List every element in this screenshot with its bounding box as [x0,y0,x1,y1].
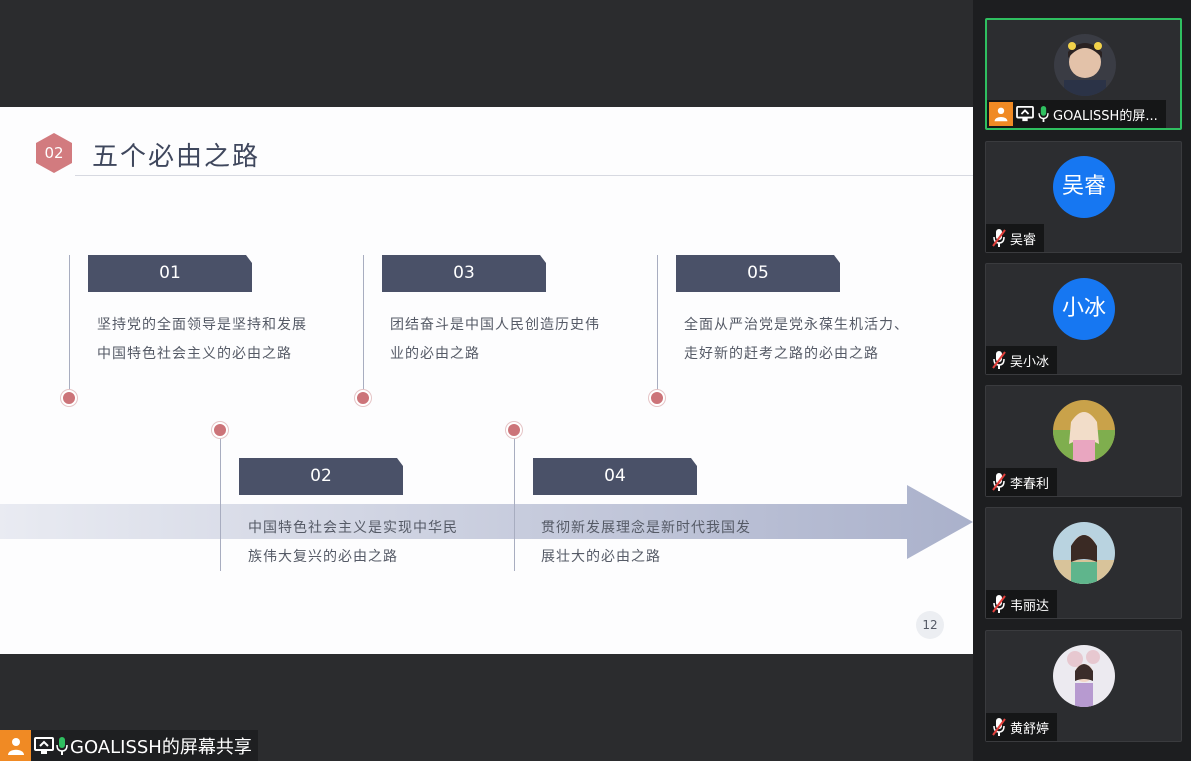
section-badge: 02 [36,133,72,173]
avatar [1054,34,1116,96]
participant-tile[interactable]: GOALISSH的屏... [985,18,1182,130]
participant-name-bar: 李春利 [986,468,1058,496]
host-icon [0,730,31,761]
timeline-dot-02 [212,422,228,438]
number-tab-label: 01 [159,263,181,283]
avatar [1053,400,1115,462]
item-text-line: 族伟大复兴的必由之路 [248,549,398,565]
number-tab-03: 03 [382,255,546,292]
number-tab-label: 02 [310,466,332,486]
section-badge-number: 02 [44,144,64,162]
participant-name: GOALISSH的屏... [1053,108,1158,124]
timeline-dot-01 [61,390,77,406]
connector-line-01 [69,255,70,396]
screen-share-icon [1013,106,1034,122]
item-text-05: 全面从严治党是党永葆生机活力、 走好新的赶考之路的必由之路 [684,311,934,369]
mic-muted-icon [986,229,1006,247]
shared-screen-area: 01 03 05 02 04 坚持党的全面领导是坚持和发展 中国特色社会主义的必… [0,107,973,761]
participant-sidebar[interactable]: GOALISSH的屏... 吴睿 吴睿 小冰 吴小冰 李春利 [973,0,1191,761]
participant-name: 韦丽达 [1010,598,1050,614]
presentation-slide: 01 03 05 02 04 坚持党的全面领导是坚持和发展 中国特色社会主义的必… [0,107,973,654]
avatar: 吴睿 [1053,156,1115,218]
number-tab-05: 05 [676,255,840,292]
item-text-04: 贯彻新发展理念是新时代我国发 展壮大的必由之路 [541,514,781,572]
mic-on-icon [1034,106,1049,122]
connector-line-02 [220,430,221,571]
mic-muted-icon [986,473,1006,491]
participant-tile[interactable]: 吴睿 吴睿 [985,141,1182,253]
screen-share-text: GOALISSH的屏幕共享 [70,736,252,758]
participant-name-bar: 吴睿 [986,224,1045,252]
connector-line-05 [657,255,658,396]
slide-title: 五个必由之路 [92,142,261,172]
avatar [1053,522,1115,584]
timeline-dot-04 [506,422,522,438]
number-tab-label: 04 [604,466,626,486]
mic-on-icon [54,736,68,755]
connector-line-04 [514,430,515,571]
item-text-line: 中国特色社会主义是实现中华民 [248,520,458,536]
number-tab-label: 05 [747,263,769,283]
number-tab-01: 01 [88,255,252,292]
participant-tile[interactable]: 小冰 吴小冰 [985,263,1182,375]
mic-muted-icon [986,351,1006,369]
participant-name: 李春利 [1010,476,1050,492]
timeline-arrow [0,485,973,559]
item-text-line: 业的必由之路 [390,346,480,362]
number-tab-02: 02 [239,458,403,495]
participant-name-bar: 黄舒婷 [986,713,1058,741]
participant-name: 黄舒婷 [1010,721,1050,737]
item-text-03: 团结奋斗是中国人民创造历史伟 业的必由之路 [390,311,630,369]
participant-name: 吴小冰 [1010,354,1050,370]
item-text-line: 中国特色社会主义的必由之路 [97,346,292,362]
page-number: 12 [916,611,944,639]
item-text-line: 坚持党的全面领导是坚持和发展 [97,317,307,333]
item-text-line: 走好新的赶考之路的必由之路 [684,346,879,362]
item-text-line: 展壮大的必由之路 [541,549,661,565]
connector-line-03 [363,255,364,396]
number-tab-label: 03 [453,263,475,283]
participant-tile[interactable]: 黄舒婷 [985,630,1182,742]
item-text-line: 全面从严治党是党永葆生机活力、 [684,317,909,333]
item-text-line: 团结奋斗是中国人民创造历史伟 [390,317,600,333]
mic-muted-icon [986,595,1006,613]
item-text-01: 坚持党的全面领导是坚持和发展 中国特色社会主义的必由之路 [97,311,337,369]
number-tab-04: 04 [533,458,697,495]
participant-name: 吴睿 [1010,232,1037,248]
avatar: 小冰 [1053,278,1115,340]
title-divider [75,175,973,176]
avatar [1053,645,1115,707]
screen-share-icon [31,736,54,755]
item-text-02: 中国特色社会主义是实现中华民 族伟大复兴的必由之路 [248,514,488,572]
screen-share-label: GOALISSH的屏幕共享 [0,730,258,761]
mic-muted-icon [986,718,1006,736]
host-icon [989,102,1013,126]
participant-tile[interactable]: 李春利 [985,385,1182,497]
participant-tile[interactable]: 韦丽达 [985,507,1182,619]
item-text-line: 贯彻新发展理念是新时代我国发 [541,520,751,536]
participant-name-bar: GOALISSH的屏... [987,100,1166,128]
participant-name-bar: 吴小冰 [986,346,1058,374]
participant-name-bar: 韦丽达 [986,590,1058,618]
timeline-dot-05 [649,390,665,406]
timeline-dot-03 [355,390,371,406]
